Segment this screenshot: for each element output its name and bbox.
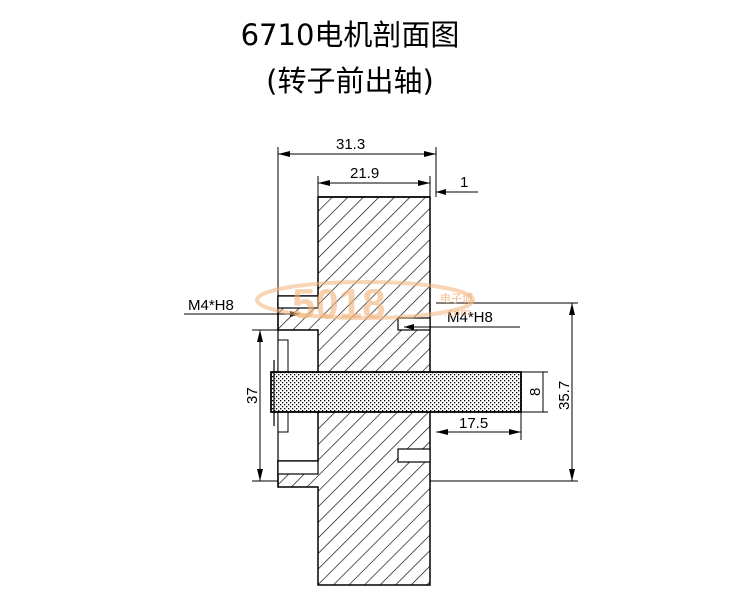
arrow-357-top bbox=[569, 303, 575, 315]
dim-label-rotor-width: 21.9 bbox=[350, 165, 379, 182]
dim-label-left-height: 37 bbox=[244, 387, 261, 404]
arrow-gap bbox=[436, 189, 446, 195]
diagram-subtitle: (转子前出轴) bbox=[266, 64, 434, 98]
arrow-thread-right bbox=[404, 324, 414, 330]
arrow-175-left bbox=[436, 429, 448, 435]
arrow-left-31 bbox=[278, 151, 290, 157]
arrow-175-right bbox=[509, 429, 521, 435]
thread-hole-left-bottom bbox=[277, 460, 319, 475]
dim-label-shaft-diameter: 8 bbox=[527, 388, 544, 396]
dim-label-overall-width: 31.3 bbox=[336, 136, 365, 153]
arrow-left-21 bbox=[318, 180, 330, 186]
watermark-logo: 5018 电子城 .com bbox=[255, 280, 475, 327]
thread-hole-left-top bbox=[277, 295, 319, 309]
dim-label-shaft-extension: 17.5 bbox=[459, 415, 488, 432]
arrow-37-bottom bbox=[257, 469, 263, 481]
label-thread-left: M4*H8 bbox=[188, 297, 234, 314]
label-thread-right: M4*H8 bbox=[447, 309, 493, 326]
watermark-main-text: 5018 bbox=[292, 280, 385, 327]
watermark-ring bbox=[255, 280, 475, 320]
dim-label-right-height: 35.7 bbox=[556, 381, 573, 410]
arrow-right-21 bbox=[418, 180, 430, 186]
watermark-side-text: 电子城 bbox=[440, 292, 473, 305]
arrow-357-bottom bbox=[569, 469, 575, 481]
thread-hole-right-bottom bbox=[397, 448, 431, 463]
output-shaft bbox=[270, 371, 522, 413]
arrow-right-31 bbox=[424, 151, 436, 157]
arrow-37-top bbox=[257, 330, 263, 342]
watermark-site-text: .com bbox=[444, 306, 471, 319]
diagram-title: 6710电机剖面图 bbox=[240, 18, 460, 52]
dim-label-gap: 1 bbox=[460, 174, 468, 191]
